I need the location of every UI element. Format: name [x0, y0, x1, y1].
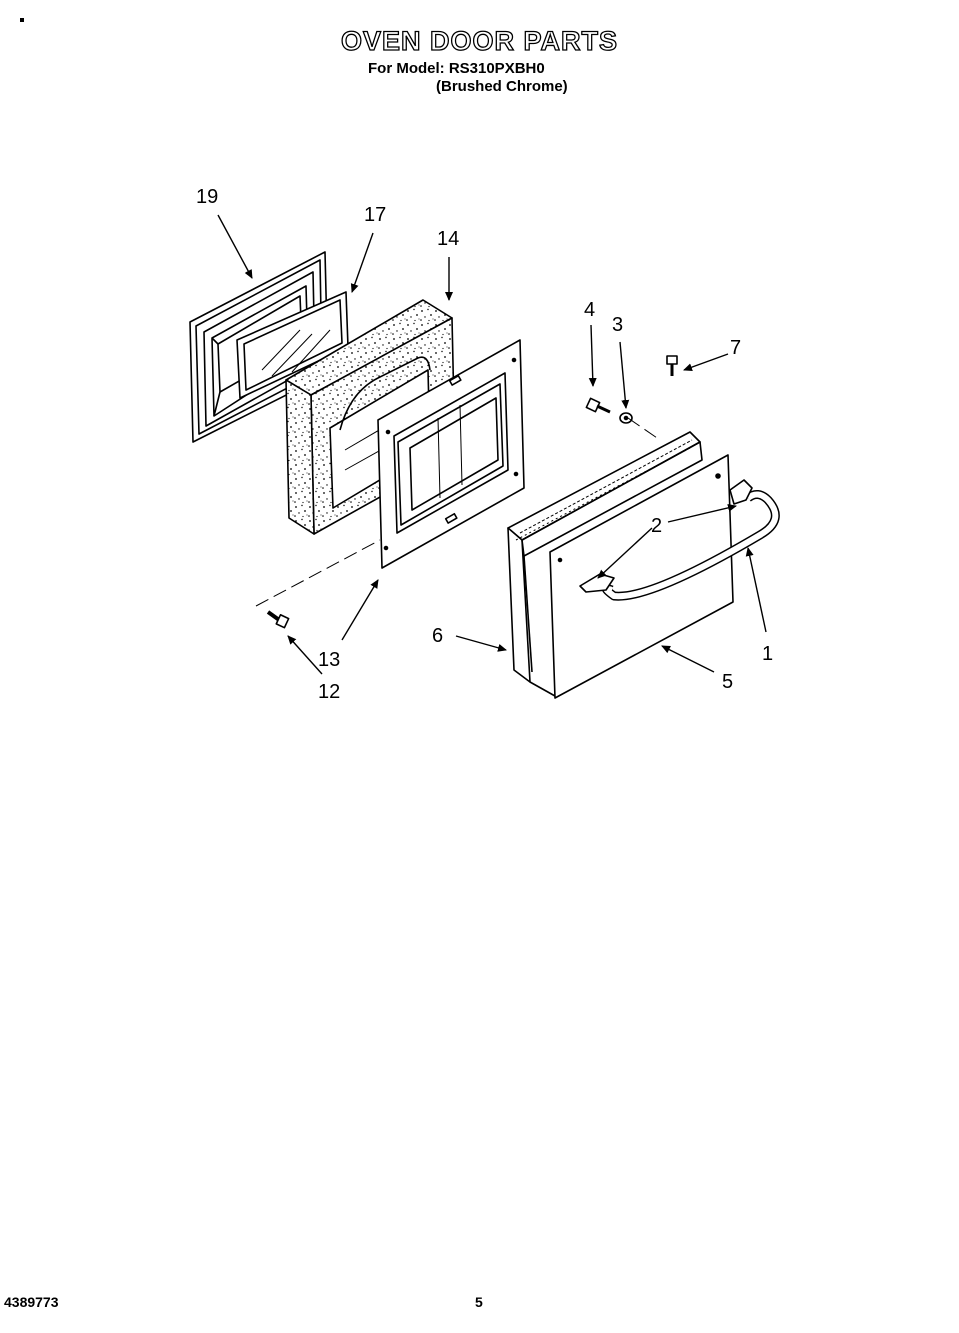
screw-4	[585, 397, 611, 414]
callout-19: 19	[196, 186, 218, 208]
page-number: 5	[475, 1294, 483, 1310]
callout-13: 13	[318, 649, 340, 671]
document-number: 4389773	[4, 1294, 59, 1310]
page-title: OVEN DOOR PARTS	[340, 25, 619, 56]
corner-mark	[20, 18, 24, 22]
callout-7: 7	[730, 337, 741, 359]
outer-door-frame	[507, 431, 703, 697]
callout-17: 17	[364, 204, 386, 226]
callout-3: 3	[612, 314, 623, 336]
finish-line: (Brushed Chrome)	[436, 78, 568, 95]
callout-14: 14	[437, 228, 459, 250]
callout-4: 4	[584, 299, 595, 321]
callout-2: 2	[651, 515, 662, 537]
leader-arrows	[217, 214, 767, 675]
callout-5: 5	[722, 671, 733, 693]
screw-12	[266, 610, 290, 629]
door-handle	[602, 490, 780, 601]
screw-7	[666, 355, 678, 376]
washer-3	[619, 412, 633, 424]
outer-door-panel	[549, 454, 734, 699]
model-line: For Model: RS310PXBH0	[368, 60, 545, 77]
callout-12: 12	[318, 681, 340, 703]
callout-1: 1	[762, 643, 773, 665]
alignment-lines	[255, 417, 661, 607]
callout-6: 6	[432, 625, 443, 647]
inner-door-panel	[377, 339, 525, 569]
